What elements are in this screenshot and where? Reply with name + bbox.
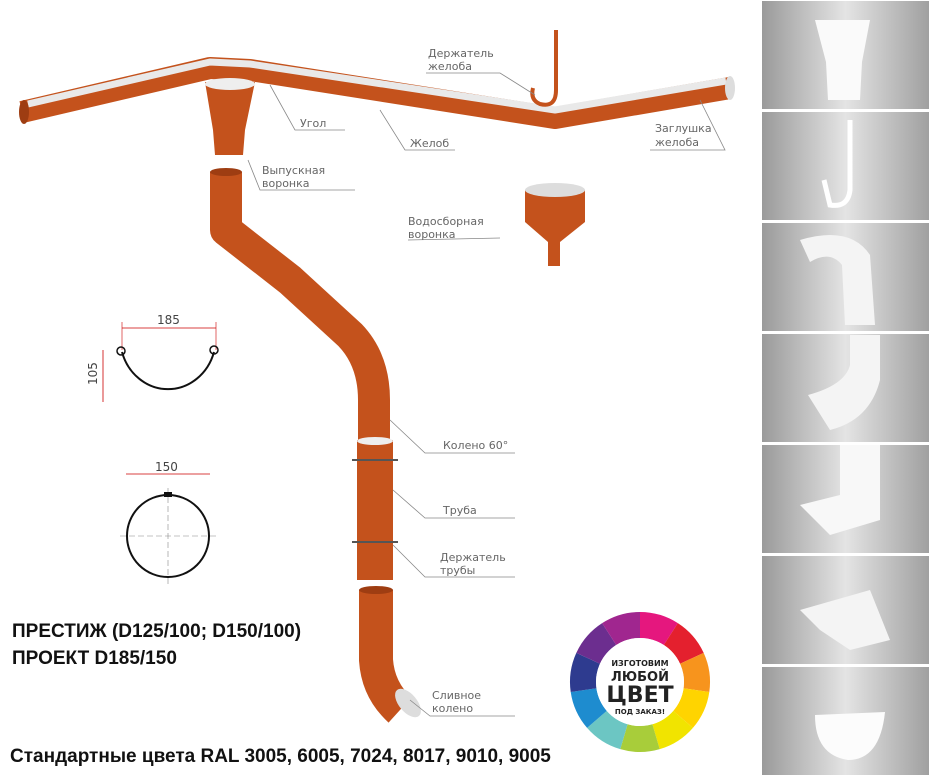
color-wheel-segment xyxy=(620,724,660,752)
badge-line-2: ЛЮБОЙ xyxy=(611,669,669,685)
badge-line-4: ПОД ЗАКАЗ! xyxy=(615,708,665,716)
photo-pipe xyxy=(800,445,880,535)
collector-funnel xyxy=(525,183,585,266)
dim-diameter: 150 xyxy=(155,460,178,474)
color-wheel-segment xyxy=(587,710,628,750)
label-collector-1: Водосборная xyxy=(408,215,484,228)
photo-gutter-holder xyxy=(821,120,853,208)
pipe-cross-section: 150 xyxy=(120,460,216,584)
color-wheel-segment xyxy=(570,688,607,728)
label-corner: Угол xyxy=(300,117,326,130)
photo-elbow-1 xyxy=(800,235,875,325)
label-drain-2: колено xyxy=(432,702,473,715)
label-gutter-cap-2: желоба xyxy=(655,136,699,149)
gutter-run xyxy=(19,57,735,129)
dim-depth: 105 xyxy=(86,362,100,385)
photo-gutter-cap xyxy=(815,712,885,760)
photo-outlet-funnel xyxy=(815,20,870,100)
color-wheel-segment xyxy=(680,652,710,692)
product-photos xyxy=(760,0,929,778)
label-elbow: Колено 60° xyxy=(443,439,508,452)
series-line-1: ПРЕСТИЖ (D125/100; D150/100) xyxy=(12,621,301,642)
outlet-funnel xyxy=(205,78,255,155)
color-wheel-segment xyxy=(652,710,693,750)
color-wheel-segment xyxy=(602,612,640,645)
label-drain-1: Сливное xyxy=(432,689,481,702)
label-gutter: Желоб xyxy=(410,137,449,150)
color-wheel-badge xyxy=(569,612,710,752)
color-wheel-segment xyxy=(640,612,678,645)
series-line-2: ПРОЕКТ D185/150 xyxy=(12,648,177,669)
label-gutter-holder-2: желоба xyxy=(428,60,472,73)
label-gutter-cap-1: Заглушка xyxy=(655,122,712,135)
label-collector-2: воронка xyxy=(408,228,456,241)
color-wheel-segment xyxy=(576,623,617,664)
label-pipe-holder-1: Держатель xyxy=(440,551,506,564)
color-wheel-segment xyxy=(673,688,710,728)
label-outlet-2: воронка xyxy=(262,177,310,190)
photo-elbow-2 xyxy=(808,335,880,430)
badge-line-1: ИЗГОТОВИМ xyxy=(611,659,668,668)
label-pipe-holder-2: трубы xyxy=(440,564,475,577)
gutter-holder xyxy=(530,30,558,107)
color-wheel-segment xyxy=(569,652,600,692)
downpipe xyxy=(210,168,421,723)
label-pipe: Труба xyxy=(442,504,477,517)
standard-colors: Стандартные цвета RAL 3005, 6005, 7024, … xyxy=(10,746,551,767)
label-outlet-1: Выпускная xyxy=(262,164,325,177)
color-wheel-segment xyxy=(663,623,704,664)
gutter-cross-section: 185 105 xyxy=(86,313,219,402)
badge-line-3: ЦВЕТ xyxy=(606,683,673,708)
dim-width: 185 xyxy=(157,313,180,327)
label-gutter-holder-1: Держатель xyxy=(428,47,494,60)
photo-corner xyxy=(800,590,890,650)
